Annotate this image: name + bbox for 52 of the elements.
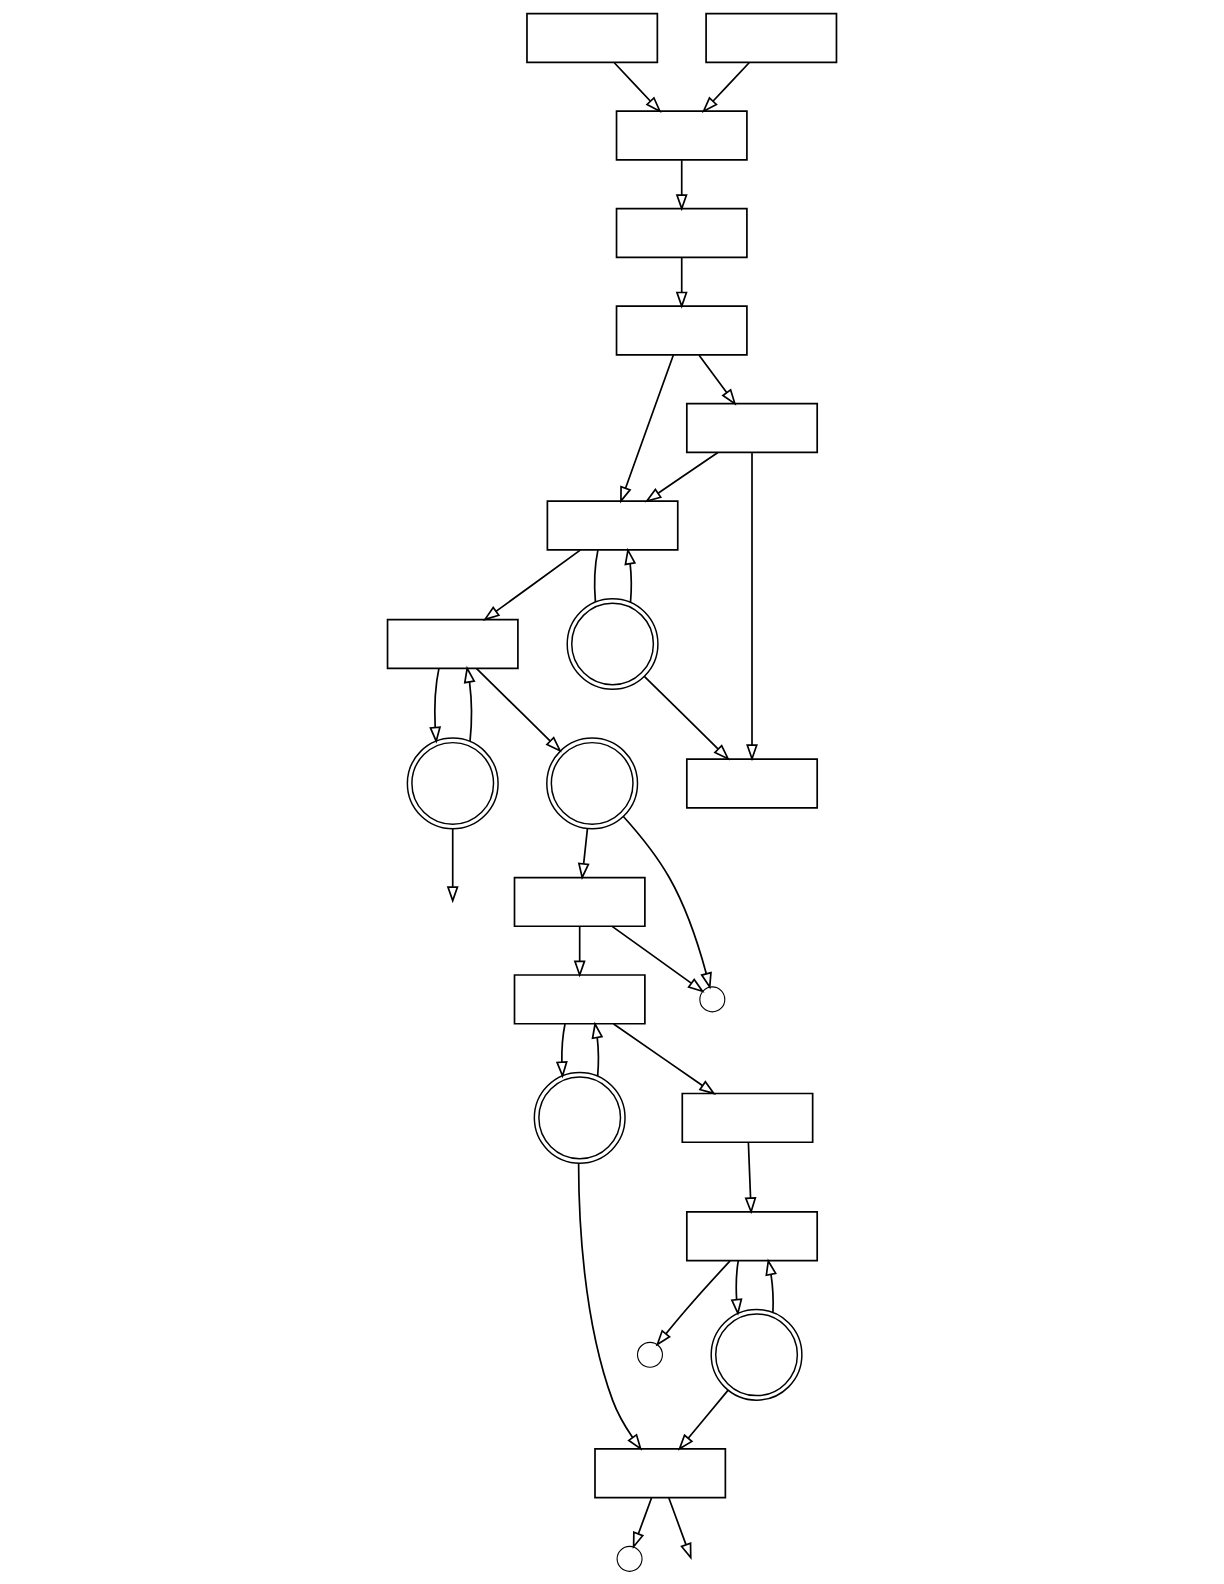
node-box bbox=[681, 1092, 814, 1143]
arrow bbox=[613, 61, 662, 113]
arrow bbox=[655, 1259, 731, 1346]
arrow bbox=[701, 61, 750, 113]
node-box bbox=[685, 1210, 819, 1262]
arrow bbox=[765, 1257, 777, 1313]
node-circle bbox=[636, 1341, 663, 1368]
arrow bbox=[577, 1161, 643, 1451]
connector bbox=[593, 548, 599, 603]
node-box bbox=[526, 12, 659, 63]
arrow bbox=[677, 1388, 729, 1451]
arrow bbox=[446, 827, 459, 903]
node-clock bbox=[566, 597, 659, 690]
arrow bbox=[624, 547, 637, 603]
node-circle bbox=[616, 1545, 643, 1572]
arrow bbox=[675, 158, 688, 211]
arrow bbox=[555, 1022, 568, 1078]
arrow bbox=[475, 667, 562, 752]
arrow bbox=[611, 925, 705, 993]
arrow bbox=[643, 675, 730, 760]
arrow bbox=[612, 1022, 716, 1095]
node-box bbox=[615, 207, 748, 258]
arrow bbox=[744, 1141, 757, 1214]
arrow bbox=[573, 925, 586, 978]
node-clock bbox=[533, 1071, 626, 1164]
arrow bbox=[429, 667, 442, 744]
node-clock bbox=[710, 1308, 803, 1401]
node-box bbox=[615, 304, 748, 356]
arrow bbox=[620, 353, 675, 503]
arrow bbox=[730, 1259, 743, 1316]
node-box bbox=[386, 618, 519, 669]
arrow bbox=[746, 451, 758, 761]
node-box bbox=[615, 109, 748, 161]
arrow bbox=[632, 1496, 653, 1549]
arrow bbox=[622, 815, 712, 990]
arrow bbox=[482, 548, 582, 621]
node-box bbox=[513, 973, 646, 1025]
node-circle bbox=[699, 985, 726, 1012]
arrow bbox=[463, 665, 476, 742]
node-box bbox=[546, 499, 679, 551]
arrow bbox=[577, 827, 590, 880]
node-box bbox=[513, 876, 646, 927]
arrow bbox=[698, 353, 737, 406]
node-clock bbox=[406, 736, 499, 829]
arrow bbox=[675, 256, 688, 309]
node-box bbox=[685, 402, 819, 453]
arrow bbox=[668, 1496, 692, 1560]
node-box bbox=[594, 1447, 727, 1498]
node-box bbox=[705, 12, 838, 63]
arrow bbox=[644, 451, 719, 502]
node-box bbox=[685, 757, 819, 809]
arrow bbox=[591, 1021, 604, 1077]
